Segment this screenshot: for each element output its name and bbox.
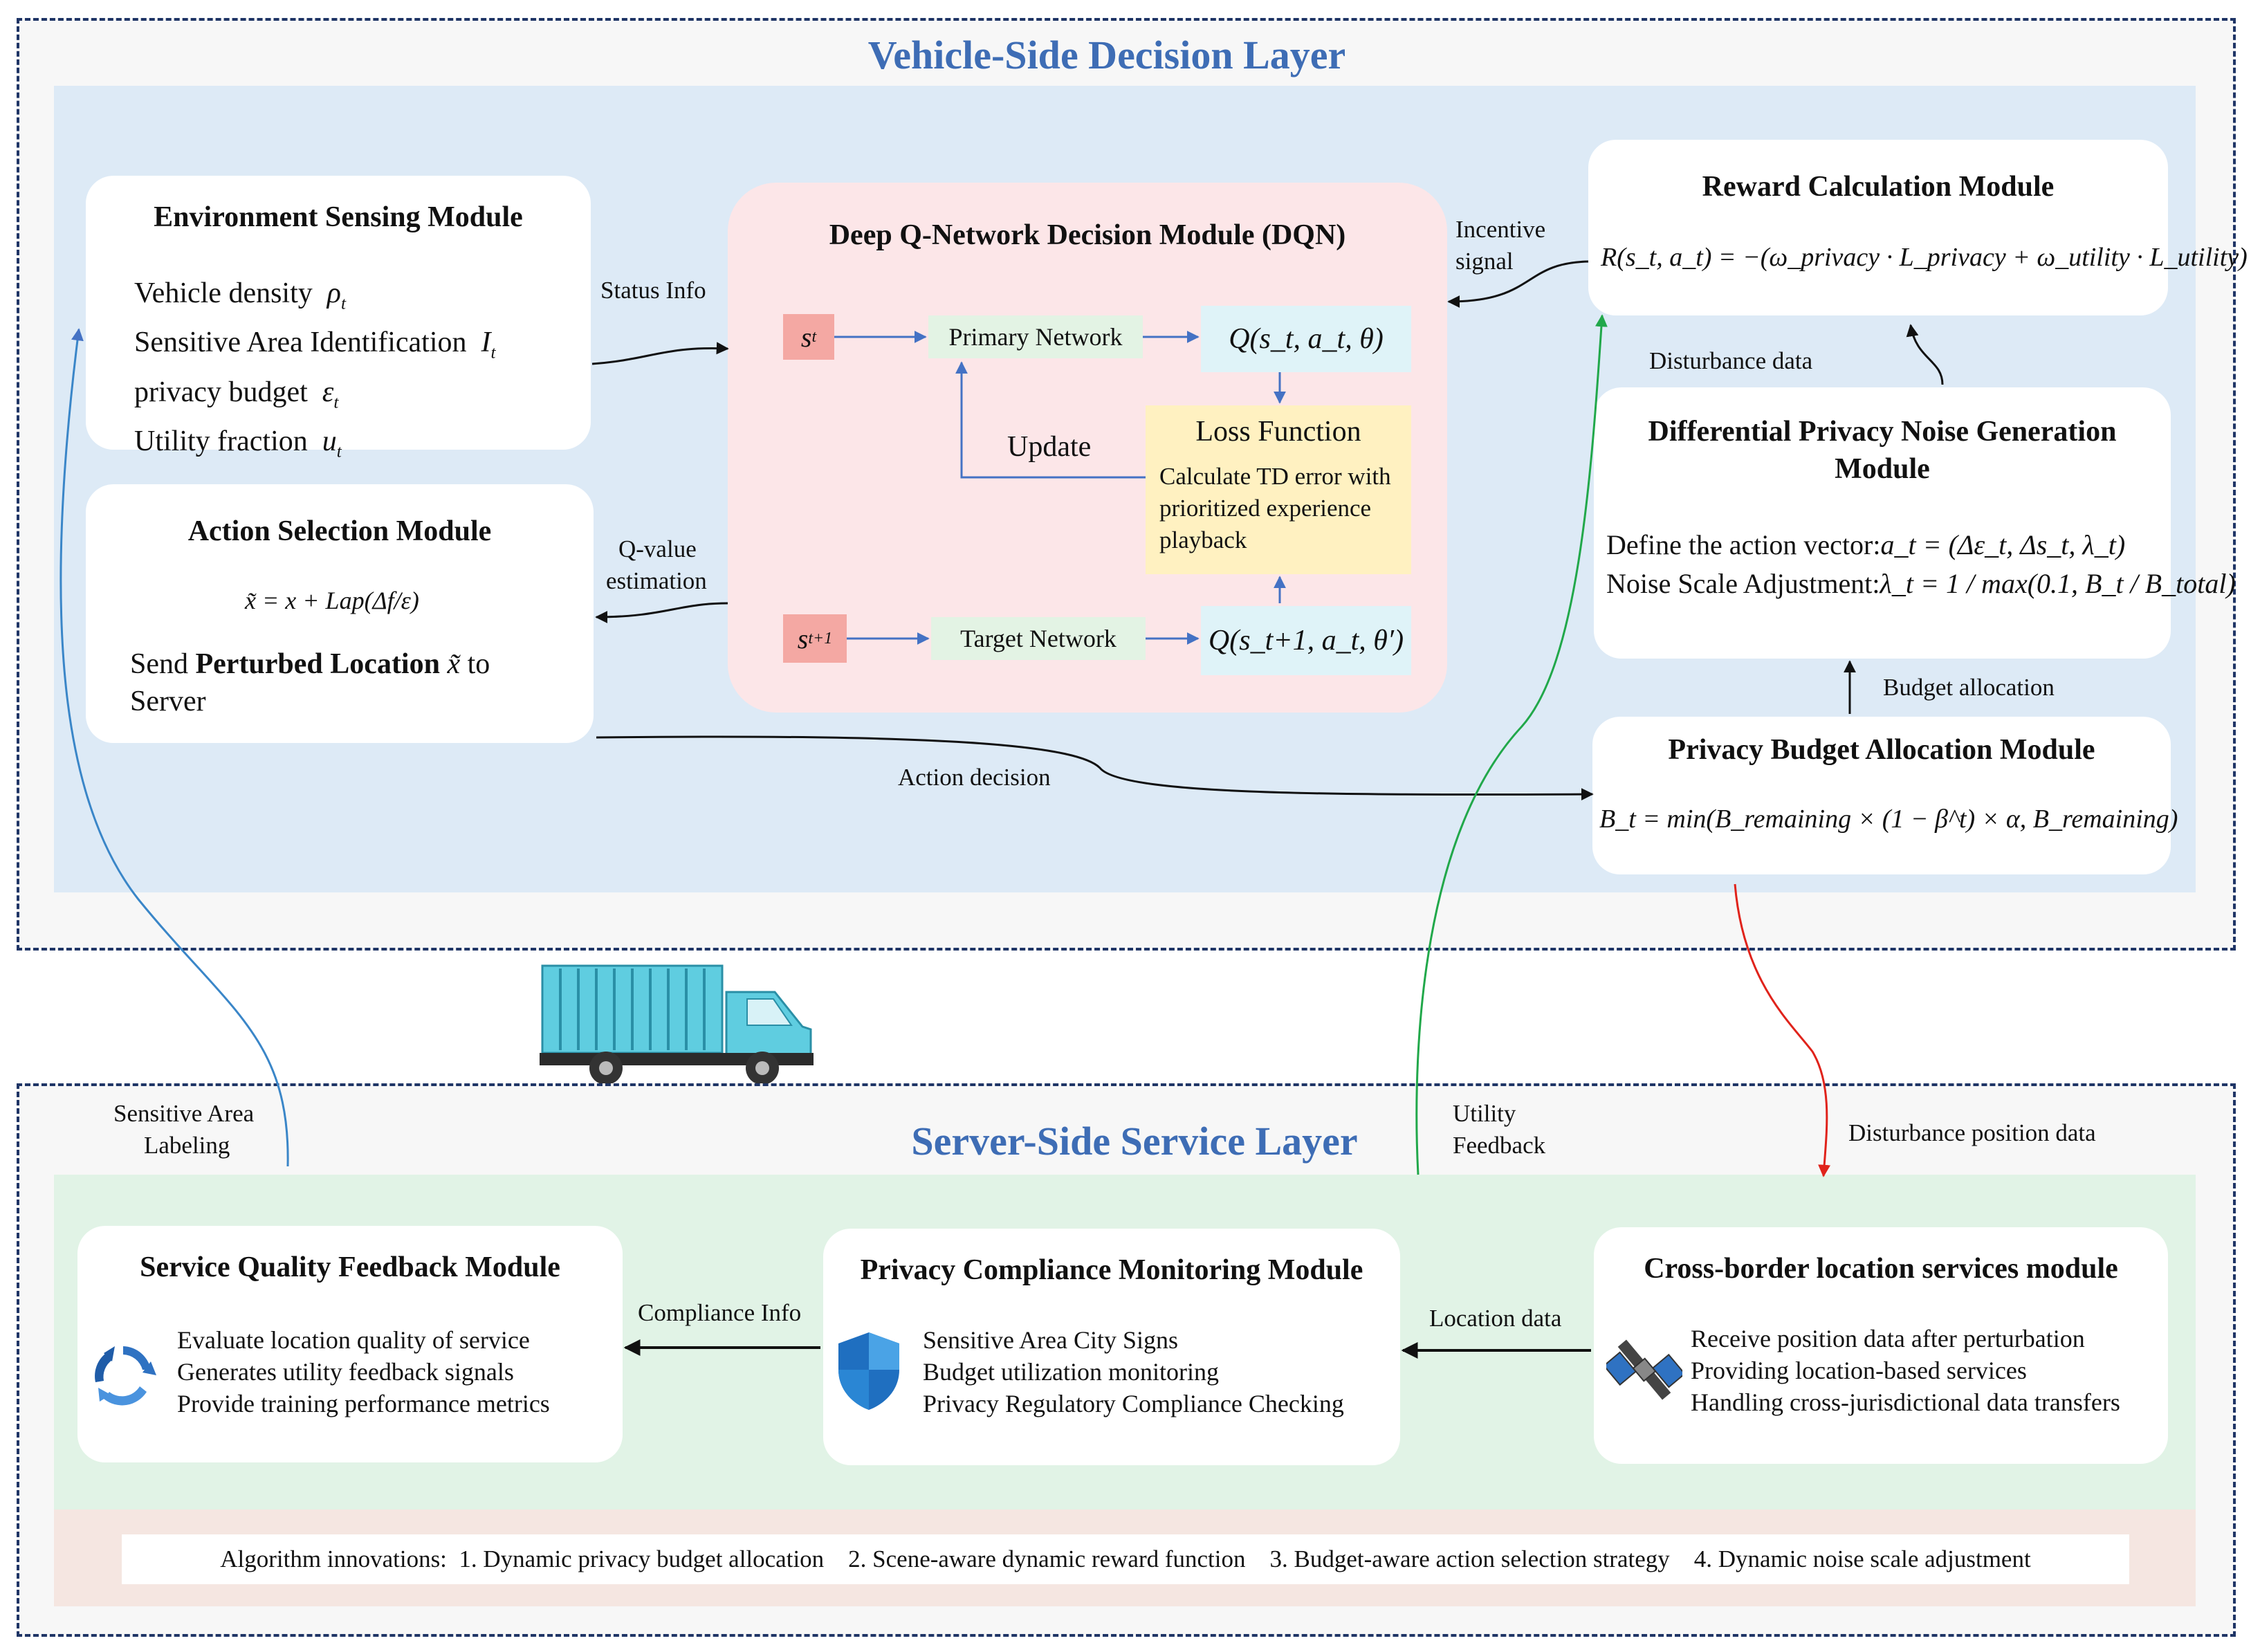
budget-formula: B_t = min(B_remaining × (1 − β^t) × α, B… [1599, 805, 2178, 834]
sensitive-labeling-2: Labeling [144, 1132, 230, 1159]
disturbance-position-label: Disturbance position data [1848, 1119, 2096, 1146]
environment-sensing-module: Environment Sensing Module Vehicle densi… [86, 176, 591, 461]
budget-title: Privacy Budget Allocation Module [1668, 734, 2095, 766]
disturbance-data-label: Disturbance data [1649, 347, 1813, 374]
loss-description: Calculate TD error with prioritized expe… [1159, 463, 1391, 553]
env-line-density: Vehicle density ρt [134, 277, 346, 313]
vehicle-layer-title: Vehicle-Side Decision Layer [867, 33, 1346, 77]
dp-noise-scale: Noise Scale Adjustment:λ_t = 1 / max(0.1… [1606, 568, 2236, 599]
reward-calculation-module: Reward Calculation Module R(s_t, a_t) = … [1588, 140, 2248, 315]
utility-feedback-2: Feedback [1453, 1132, 1546, 1159]
cross-border-list: Receive position data after perturbation… [1691, 1323, 2120, 1418]
laplace-formula: x̃ = x + Lap(Δf/ε) [245, 587, 419, 614]
cross-item: Handling cross-jurisdictional data trans… [1691, 1388, 2120, 1416]
cross-item: Receive position data after perturbation [1691, 1325, 2085, 1352]
compliance-item: Budget utilization monitoring [923, 1358, 1219, 1386]
cross-border-title: Cross-border location services module [1644, 1253, 2118, 1285]
env-line-utility: Utility fraction ut [134, 425, 342, 461]
compliance-item: Sensitive Area City Signs [923, 1326, 1178, 1354]
q-primary-box: Q(s_t, a_t, θ) [1201, 306, 1411, 372]
compliance-info-label: Compliance Info [638, 1299, 802, 1326]
sensitive-labeling-1: Sensitive Area [113, 1100, 255, 1127]
send-perturbed-line: Send Perturbed Location x̃ to [130, 648, 490, 680]
send-server-line: Server [130, 686, 206, 717]
loss-function-box: Loss Function Calculate TD error with pr… [1146, 405, 1411, 574]
loss-title: Loss Function [1195, 416, 1361, 448]
dp-title-2: Module [1835, 453, 1930, 485]
environment-sensing-title: Environment Sensing Module [154, 201, 523, 233]
service-quality-list: Evaluate location quality of service Gen… [177, 1324, 550, 1420]
status-info-label: Status Info [600, 277, 706, 304]
action-selection-module: Action Selection Module x̃ = x + Lap(Δf/… [86, 484, 594, 743]
privacy-compliance-module: Privacy Compliance Monitoring Module Sen… [823, 1229, 1400, 1465]
dp-action-vector: Define the action vector:a_t = (Δε_t, Δs… [1606, 529, 2126, 560]
location-data-label: Location data [1429, 1305, 1562, 1332]
action-decision-label: Action decision [898, 764, 1051, 791]
privacy-compliance-list: Sensitive Area City Signs Budget utiliza… [923, 1324, 1344, 1420]
incentive-label-2: signal [1455, 248, 1514, 275]
service-item: Evaluate location quality of service [177, 1326, 530, 1354]
server-layer-title: Server-Side Service Layer [911, 1119, 1358, 1164]
reward-formula: R(s_t, a_t) = −(ω_privacy · L_privacy + … [1601, 243, 2248, 272]
cross-border-module: Cross-border location services module Re… [1594, 1227, 2168, 1464]
algorithm-innovations-box: Algorithm innovations: 1. Dynamic privac… [122, 1534, 2129, 1584]
privacy-compliance-title: Privacy Compliance Monitoring Module [860, 1254, 1363, 1286]
q-target-box: Q(s_t+1, a_t, θ′) [1201, 606, 1411, 675]
target-network-box: Target Network [931, 617, 1146, 660]
service-item: Generates utility feedback signals [177, 1358, 514, 1386]
action-selection-title: Action Selection Module [187, 515, 492, 547]
utility-feedback-1: Utility [1453, 1100, 1516, 1127]
shield-icon [838, 1332, 899, 1410]
dqn-title: Deep Q-Network Decision Module (DQN) [829, 219, 1346, 251]
compliance-item: Privacy Regulatory Compliance Checking [923, 1390, 1344, 1417]
refresh-cycle-icon [95, 1346, 156, 1406]
update-label: Update [1007, 431, 1092, 463]
reward-title: Reward Calculation Module [1702, 171, 2055, 203]
service-quality-module: Service Quality Feedback Module Evaluate… [77, 1226, 623, 1462]
dp-noise-module: Differential Privacy Noise Generation Mo… [1594, 387, 2236, 659]
env-line-budget: privacy budget εt [134, 376, 339, 412]
environment-sensing-list: Vehicle density ρt Sensitive Area Identi… [134, 274, 496, 472]
primary-network-box: Primary Network [928, 315, 1143, 358]
incentive-label-1: Incentive [1455, 216, 1546, 243]
service-quality-title: Service Quality Feedback Module [140, 1251, 560, 1283]
dp-title-1: Differential Privacy Noise Generation [1648, 416, 2117, 448]
service-item: Provide training performance metrics [177, 1390, 550, 1417]
qvalue-label-2: estimation [606, 567, 707, 594]
privacy-budget-module: Privacy Budget Allocation Module B_t = m… [1592, 717, 2178, 874]
satellite-icon [1606, 1339, 1682, 1400]
truck-illustration [540, 964, 814, 1085]
cross-item: Providing location-based services [1691, 1357, 2027, 1384]
qvalue-label-1: Q-value [618, 535, 697, 562]
budget-allocation-label: Budget allocation [1883, 674, 2055, 701]
env-line-sensitive: Sensitive Area Identification It [134, 327, 496, 362]
